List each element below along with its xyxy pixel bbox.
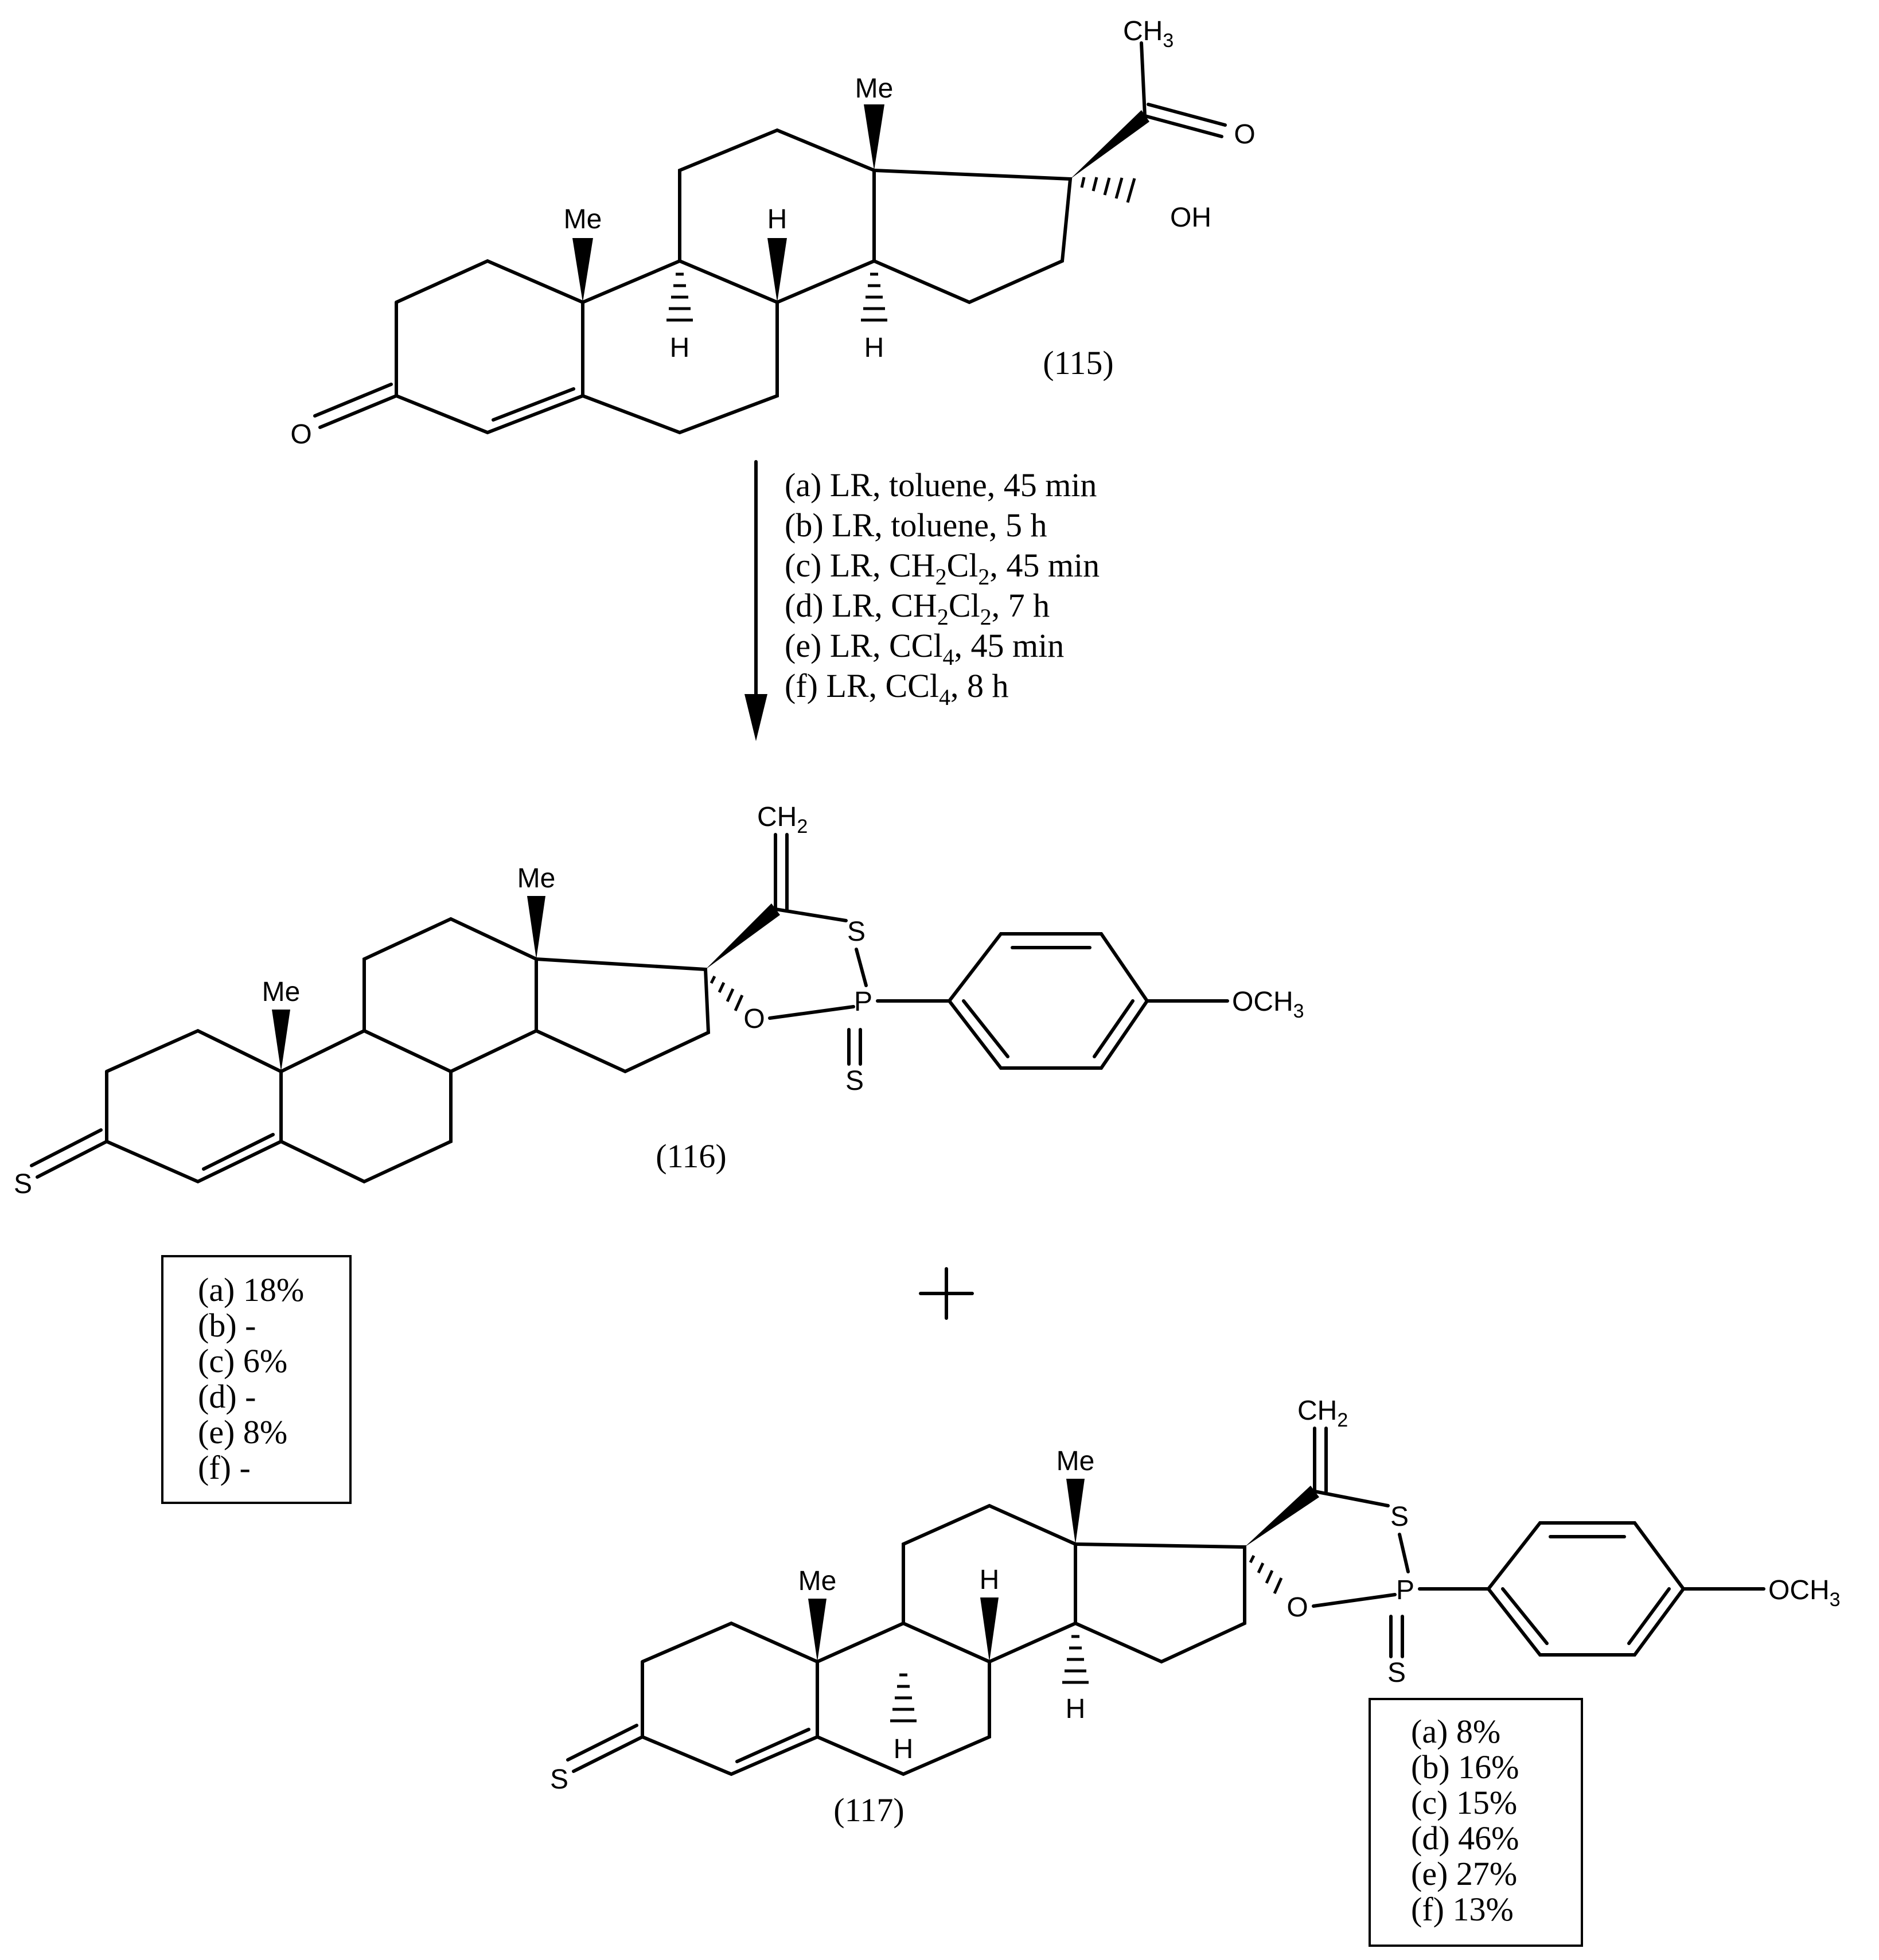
yield-116-d: (d) - [198,1378,256,1415]
compound-117: Me Me H H H S S O P S CH2 OCH3 (117) [550,1396,1841,1829]
ring-b-116 [279,1028,453,1184]
ring-a-double-bond-117 [735,1728,810,1763]
wedge-spiro-117 [1245,1486,1319,1547]
ps-label-116: S [845,1066,864,1096]
condition-a: (a) LR, toluene, 45 min [785,466,1097,504]
wedge-me-c10-115 [572,238,593,302]
wedge-me-c10-116 [272,1010,290,1071]
yield-117-e: (e) 27% [1411,1855,1517,1892]
hash-o-117 [1249,1554,1283,1595]
methyl-label-115: CH3 [1123,16,1174,52]
me-label-c10-116: Me [262,977,301,1007]
condition-e: (e) LR, CCl4, 45 min [785,627,1064,670]
compound-label-115: (115) [1043,344,1113,381]
wedge-me-c13-115 [864,104,884,170]
yield-116-a: (a) 18% [198,1271,304,1308]
condition-b: (b) LR, toluene, 5 h [785,506,1047,544]
ring-o-label-117: O [1287,1592,1308,1623]
wedge-me-c13-117 [1066,1479,1085,1544]
compound-115: Me Me H H H O O OH CH3 (115) [290,16,1255,450]
ring-a-double-bond-115 [492,387,575,422]
me-label-c13-117: Me [1057,1446,1095,1476]
h-label-c8-117: H [980,1565,1000,1595]
hash-h-c9-115 [666,272,693,322]
h-label-c14-117: H [1066,1694,1086,1724]
plus-sign [919,1267,974,1320]
hash-o-116 [710,975,744,1012]
hash-h-c14-117 [1062,1635,1089,1684]
wedge-acetyl-115 [1070,110,1149,179]
yield-116-f: (f) - [198,1449,251,1486]
ring-d-116 [535,957,711,1074]
h-label-c8-115: H [767,204,788,235]
reaction-arrow [744,460,767,741]
ring-b-117 [816,1621,991,1776]
thione-s-label-116: S [14,1169,32,1199]
p-label-117: P [1396,1575,1414,1606]
yield-117-d: (d) 46% [1411,1819,1519,1857]
ring-s-label-117: S [1390,1502,1409,1532]
wedge-h-c8-115 [767,238,787,302]
methylene-label-117: CH2 [1297,1396,1348,1431]
ketone-o-label-115: O [290,419,311,450]
phenyl-ring-116 [947,932,1149,1070]
yield-116-e: (e) 8% [198,1413,287,1451]
compound-label-117: (117) [833,1791,904,1829]
me-label-c13-116: Me [517,863,556,894]
wedge-me-c10-117 [808,1599,827,1662]
yield-117-c: (c) 15% [1411,1784,1517,1821]
methoxy-label-117: OCH3 [1768,1575,1841,1611]
thione-s-label-117: S [550,1764,568,1795]
condition-c: (c) LR, CH2Cl2, 45 min [785,547,1100,590]
ring-d-115 [872,169,1073,305]
yields-box-117: (a) 8% (b) 16% (c) 15% (d) 46% (e) 27% (… [1369,1698,1583,1947]
me-label-c13-115: Me [855,73,894,104]
wedge-h-c8-117 [980,1597,999,1662]
ring-a-117 [641,1621,819,1776]
p-label-116: P [854,987,872,1017]
compound-116: Me Me S S O P S CH2 OCH3 (116) [14,802,1304,1199]
wedge-me-c13-116 [527,896,545,959]
hash-oh-115 [1080,177,1136,203]
ring-o-label-116: O [743,1004,765,1034]
ring-a-115 [395,259,584,435]
oh-label-115: OH [1170,202,1211,233]
ring-b-115 [581,259,779,435]
yield-117-a: (a) 8% [1411,1713,1500,1750]
h-label-c14-115: H [864,333,884,363]
ring-d-117 [1074,1542,1246,1664]
hash-h-c14-115 [861,272,887,322]
wedge-spiro-116 [705,903,780,969]
ring-a-double-bond-116 [202,1133,275,1171]
condition-f: (f) LR, CCl4, 8 h [785,667,1009,710]
phenyl-ring-117 [1486,1521,1686,1657]
yield-117-f: (f) 13% [1411,1891,1514,1928]
yield-116-c: (c) 6% [198,1342,287,1380]
carbonyl-o-label-115: O [1234,119,1255,150]
me-label-c10-117: Me [798,1566,837,1596]
yields-box-116: (a) 18% (b) - (c) 6% (d) - (e) 8% (f) - [161,1255,352,1504]
methylene-label-116: CH2 [757,802,808,837]
ring-c-117 [902,1503,1077,1663]
ring-s-label-116: S [847,917,866,947]
ps-label-117: S [1387,1658,1406,1688]
ring-c-115 [678,128,876,304]
h-label-c9-115: H [670,333,690,363]
h-label-c9-117: H [894,1734,914,1764]
hash-h-c9-117 [890,1673,917,1723]
ring-c-116 [362,917,538,1073]
yield-116-b: (b) - [198,1307,256,1344]
ring-a-116 [105,1028,283,1184]
conditions: (a) LR, toluene, 45 min (b) LR, toluene,… [785,466,1100,710]
me-label-c10-115: Me [564,204,602,235]
yield-117-b: (b) 16% [1411,1748,1519,1786]
condition-d: (d) LR, CH2Cl2, 7 h [785,587,1050,630]
compound-label-116: (116) [656,1137,726,1175]
methoxy-label-116: OCH3 [1232,987,1304,1022]
